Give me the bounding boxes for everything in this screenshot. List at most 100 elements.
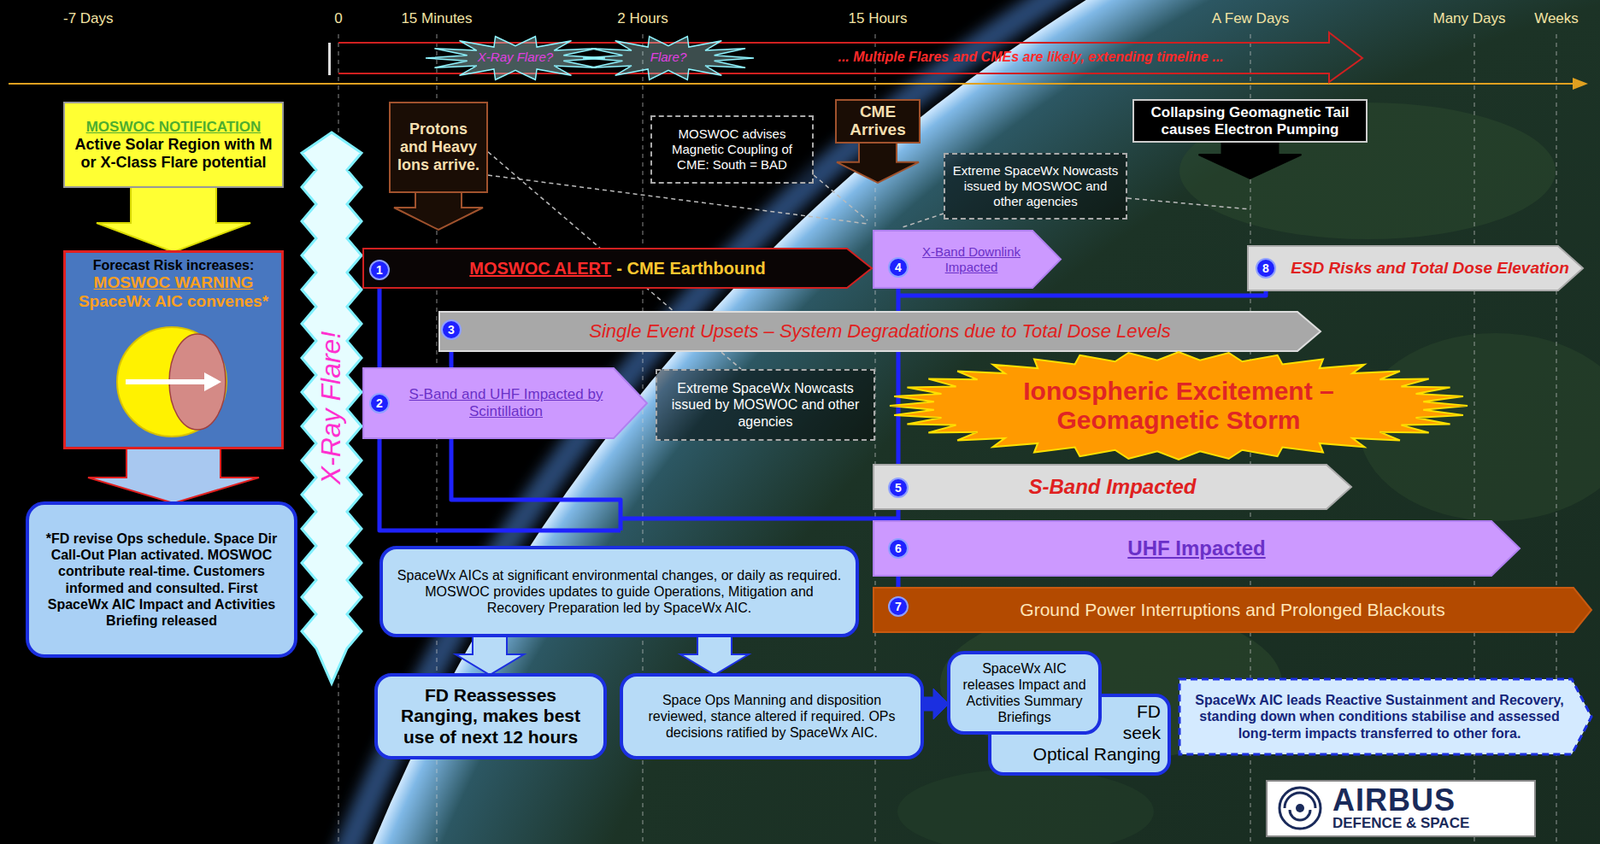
process-box: Space Ops Manning and disposition review… xyxy=(619,673,924,760)
time-label: Weeks xyxy=(1534,10,1579,28)
timeline-note: ... Multiple Flares and CMEs are likely,… xyxy=(837,49,1224,65)
node-text: CME Arrives xyxy=(839,103,917,140)
node-text: DEFENCE & SPACE xyxy=(1332,816,1470,833)
impact-band-shape xyxy=(439,311,1321,352)
sun-arrowhead xyxy=(204,372,222,392)
time-label: 15 Minutes xyxy=(400,10,472,28)
node-text: MOSWOC advises Magnetic Coupling of CME:… xyxy=(658,126,806,173)
logo-box: AIRBUSDEFENCE & SPACE xyxy=(1265,780,1536,838)
earth xyxy=(235,0,1600,844)
alert-band: MOSWOC ALERT- CME Earthbound xyxy=(362,247,873,289)
block-arrow xyxy=(680,635,749,676)
atmosphere-glow xyxy=(213,0,1600,844)
impact-band: X-Band Downlink Impacted xyxy=(872,229,1062,289)
time-zero-tick xyxy=(328,42,331,76)
node-text: Forecast Risk increases: xyxy=(93,258,255,274)
storm-starburst-shape xyxy=(889,352,1468,460)
node-text: Ground Power Interruptions and Prolonged… xyxy=(1019,600,1445,621)
node-text: *FD revise Ops schedule. Space Dir Call-… xyxy=(39,530,284,630)
timing-arrow xyxy=(394,191,483,230)
timeline-axis xyxy=(8,82,1575,85)
warning-box: Forecast Risk increases:MOSWOC WARNINGSp… xyxy=(63,250,284,450)
node-text: Active Solar Region with M or X-Class Fl… xyxy=(71,135,276,171)
logo-core xyxy=(1295,804,1305,813)
leader-line xyxy=(1127,198,1251,210)
time-label: 0 xyxy=(334,10,342,28)
node-text: Ionospheric Excitement – Geomagnetic Sto… xyxy=(990,376,1367,436)
event-box: CME Arrives xyxy=(835,99,921,144)
node-text: FD Reassesses Ranging, makes best use of… xyxy=(388,685,594,748)
node-text: - CME Earthbound xyxy=(616,258,765,279)
node-text: S-Band and UHF Impacted by Scintillation xyxy=(401,386,611,422)
note-box: MOSWOC advises Magnetic Coupling of CME:… xyxy=(650,115,814,184)
process-box: SpaceWx AIC releases Impact and Activiti… xyxy=(947,651,1102,736)
node-text: SpaceWx AIC convenes* xyxy=(78,292,269,312)
node-text: Space Ops Manning and disposition review… xyxy=(633,692,911,742)
flare-starburst: X-Ray Flare! xyxy=(300,132,363,684)
block-arrow xyxy=(455,635,524,676)
timeline-arrowhead xyxy=(1572,77,1589,90)
process-box: SpaceWx AICs at significant environmenta… xyxy=(379,546,859,638)
node-text: Protons and Heavy Ions arrive. xyxy=(394,120,483,174)
node-text: SpaceWx AIC leads Reactive Sustainment a… xyxy=(1192,692,1567,742)
logo-ring xyxy=(1279,788,1321,830)
time-label: A Few Days xyxy=(1211,10,1290,28)
impact-band-shape xyxy=(873,588,1592,633)
node-text: ESD Risks and Total Dose Elevation xyxy=(1290,258,1570,278)
node-text: X-Band Downlink Impacted xyxy=(913,244,1030,276)
flare-label: Flare? xyxy=(650,49,688,65)
node-text: Collapsing Geomagnetic Tail causes Elect… xyxy=(1141,104,1359,138)
node-text: AIRBUS xyxy=(1332,785,1456,817)
node-text: UHF Impacted xyxy=(1127,536,1265,561)
time-label: Many Days xyxy=(1432,10,1506,28)
block-arrow xyxy=(922,688,949,720)
block-arrow xyxy=(88,447,259,504)
impact-band-shape xyxy=(873,521,1520,577)
leader-line xyxy=(902,213,944,228)
process-box: FD Reassesses Ranging, makes best use of… xyxy=(374,673,607,760)
node-text: MOSWOC WARNING xyxy=(94,273,254,293)
timing-arrow xyxy=(836,141,919,183)
notification-box: MOSWOC NOTIFICATIONActive Solar Region w… xyxy=(63,101,284,189)
sun-arrow xyxy=(125,379,206,385)
impact-band: UHF Impacted xyxy=(872,520,1521,577)
node-text: S-Band Impacted xyxy=(1028,475,1196,500)
impact-band: S-Band Impacted xyxy=(872,464,1353,511)
event-box: Protons and Heavy Ions arrive. xyxy=(388,101,489,194)
time-label: -7 Days xyxy=(63,10,114,28)
event-box: Collapsing Geomagnetic Tail causes Elect… xyxy=(1132,99,1368,143)
timing-arrow xyxy=(1199,141,1302,179)
note-box: Extreme SpaceWx Nowcasts issued by MOSWO… xyxy=(655,369,876,442)
node-text: SpaceWx AIC releases Impact and Activiti… xyxy=(957,660,1092,727)
note-box: Extreme SpaceWx Nowcasts issued by MOSWO… xyxy=(943,152,1128,220)
sun-disc xyxy=(117,327,227,437)
impact-band-shape xyxy=(1247,246,1583,291)
impact-band-shape xyxy=(873,464,1352,510)
terrain xyxy=(897,769,1154,844)
airbus-logo xyxy=(1276,784,1324,833)
node-text: Extreme SpaceWx Nowcasts issued by MOSWO… xyxy=(664,380,867,430)
callout-line xyxy=(379,270,621,531)
storm-starburst: Ionospheric Excitement – Geomagnetic Sto… xyxy=(888,350,1470,462)
time-label: 15 Hours xyxy=(848,10,908,28)
process-box: *FD revise Ops schedule. Space Dir Call-… xyxy=(25,501,298,659)
leader-line xyxy=(813,175,868,221)
impact-band: S-Band and UHF Impacted by Scintillation xyxy=(362,367,648,440)
impact-band: Ground Power Interruptions and Prolonged… xyxy=(872,587,1593,634)
node-text: MOSWOC ALERT xyxy=(469,258,612,279)
flare-starburst xyxy=(582,36,754,81)
flare-period-arrow xyxy=(338,32,1363,83)
block-arrow xyxy=(96,186,251,253)
flare-starburst-shape xyxy=(301,132,362,684)
node-text: X-Ray Flare! xyxy=(316,331,348,486)
impact-band: Single Event Upsets – System Degradation… xyxy=(438,311,1322,353)
recovery-box-shape xyxy=(1179,679,1592,755)
recovery-box: SpaceWx AIC leads Reactive Sustainment a… xyxy=(1178,678,1593,756)
node-text: SpaceWx AICs at significant environmenta… xyxy=(394,567,844,618)
alert-band-shape xyxy=(363,248,872,289)
flare-starburst xyxy=(425,36,606,81)
node-text: Single Event Upsets – System Degradation… xyxy=(588,320,1171,343)
node-text: MOSWOC NOTIFICATION xyxy=(86,118,262,136)
